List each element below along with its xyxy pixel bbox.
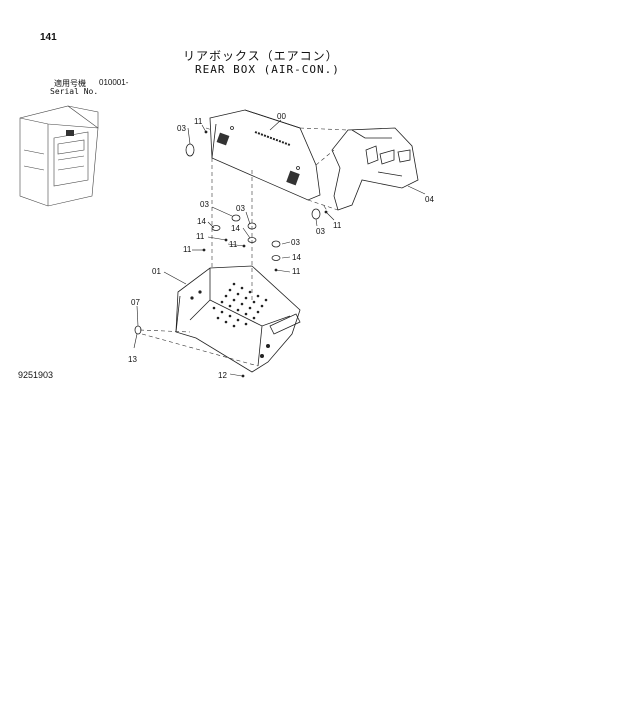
- air-duct: [331, 127, 419, 211]
- leader-lines: [133, 119, 426, 377]
- serial-label-japanese: 適用号機: [54, 79, 86, 88]
- upper-panel: [209, 109, 321, 201]
- callout-03: 03: [236, 204, 245, 213]
- callout-11: 11: [196, 232, 205, 241]
- lower-box: [175, 265, 301, 373]
- title-english: REAR BOX (AIR-CON.): [195, 63, 340, 76]
- callout-11: 11: [333, 221, 342, 230]
- callout-14: 14: [292, 253, 301, 262]
- callout-12: 12: [218, 371, 227, 380]
- callout-04: 04: [425, 195, 434, 204]
- page-number: 141: [40, 32, 57, 43]
- callout-01: 01: [152, 267, 161, 276]
- callout-13: 13: [128, 355, 137, 364]
- callout-03: 03: [291, 238, 300, 247]
- callout-03: 03: [200, 200, 209, 209]
- callout-07: 07: [131, 298, 140, 307]
- callout-14: 14: [231, 224, 240, 233]
- fastener-dots: [202, 130, 328, 378]
- title-japanese: リアボックス（エアコン）: [183, 49, 339, 63]
- callout-00: 00: [277, 112, 286, 121]
- callout-11: 11: [183, 245, 192, 254]
- machine-thumbnail: [19, 105, 99, 207]
- lower-box-grid: [190, 282, 270, 358]
- callout-labels: 00 01 03 03 03 03 03 04 07 11 11 11 11 1…: [128, 112, 434, 380]
- callout-11: 11: [194, 117, 203, 126]
- serial-label-english: Serial No.: [50, 87, 99, 96]
- callout-03: 03: [177, 124, 186, 133]
- callout-11: 11: [229, 240, 238, 249]
- drawing-number: 9251903: [18, 370, 54, 380]
- callout-14: 14: [197, 217, 206, 226]
- assembly-lines: [139, 127, 349, 367]
- callout-03: 03: [316, 227, 325, 236]
- callout-11: 11: [292, 267, 301, 276]
- serial-value: 010001-: [99, 78, 129, 87]
